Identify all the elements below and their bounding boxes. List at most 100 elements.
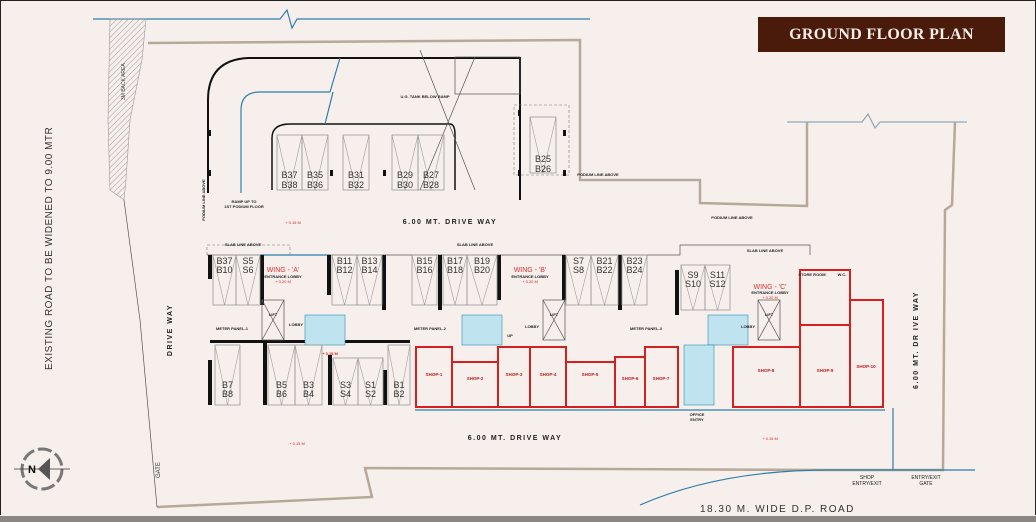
svg-text:STORE ROOM: STORE ROOM bbox=[798, 272, 826, 277]
svg-text:SHOP-7: SHOP-7 bbox=[653, 376, 670, 381]
svg-text:B25: B25 bbox=[535, 154, 551, 164]
svg-text:SHOP-1: SHOP-1 bbox=[426, 372, 443, 377]
svg-text:LIFT: LIFT bbox=[269, 312, 278, 317]
svg-text:B6: B6 bbox=[276, 389, 287, 399]
svg-text:B20: B20 bbox=[474, 265, 490, 275]
meter-panel-3: METER PANEL-3 bbox=[630, 326, 663, 331]
svg-text:B5: B5 bbox=[276, 380, 287, 390]
gate-label: GATE bbox=[156, 462, 162, 478]
store-room bbox=[799, 269, 851, 326]
svg-text:UP: UP bbox=[507, 333, 513, 338]
shop: SHOP-5 bbox=[565, 361, 616, 408]
existing-road-label: EXISTING ROAD TO BE WIDENED TO 9.00 MTR bbox=[44, 127, 55, 370]
podium-line-label-2: PODIUM LINE ABOVE bbox=[711, 215, 753, 220]
svg-text:B17: B17 bbox=[447, 256, 463, 266]
wing-b: WING - 'B'ENTRANCE LOBBY+ 0.20 M bbox=[511, 267, 549, 284]
svg-text:S7: S7 bbox=[573, 256, 584, 266]
shop-entry-label: SHOP bbox=[860, 475, 875, 481]
svg-text:B11: B11 bbox=[337, 256, 352, 266]
north-compass-icon: N bbox=[14, 447, 70, 491]
dp-road-label: 18.30 M. WIDE D.P. ROAD bbox=[700, 504, 855, 515]
svg-text:ENTRANCE LOBBY: ENTRANCE LOBBY bbox=[264, 274, 302, 279]
level-marker: + 0.15 M bbox=[289, 441, 305, 446]
entry-gate-label-2: GATE bbox=[919, 481, 933, 487]
back-area-hatch bbox=[107, 18, 147, 201]
slab-line-label: SLAB LINE ABOVE bbox=[457, 242, 494, 247]
drive-way-left-label: DRIVE WAY bbox=[167, 304, 174, 356]
svg-text:S3: S3 bbox=[340, 380, 351, 390]
svg-text:B37: B37 bbox=[216, 256, 232, 266]
office-entry-label: OFFICE bbox=[690, 412, 705, 417]
svg-text:SHOP-3: SHOP-3 bbox=[506, 372, 523, 377]
svg-text:B30: B30 bbox=[397, 180, 413, 190]
meter-panel-2: METER PANEL-2 bbox=[414, 326, 447, 331]
svg-text:LOBBY: LOBBY bbox=[525, 324, 539, 329]
shop: SHOP-3 bbox=[497, 346, 531, 408]
svg-text:LOBBY: LOBBY bbox=[741, 324, 755, 329]
svg-text:B14: B14 bbox=[361, 265, 377, 275]
staircase-a bbox=[304, 314, 346, 346]
level-marker: + 0.15 M bbox=[762, 436, 778, 441]
wing-c: WING - 'C'ENTRANCE LOBBY+ 0.20 M bbox=[751, 284, 789, 300]
svg-text:SHOP-5: SHOP-5 bbox=[582, 372, 599, 377]
svg-text:LIFT: LIFT bbox=[765, 312, 774, 317]
svg-text:B16: B16 bbox=[416, 265, 432, 275]
svg-text:B12: B12 bbox=[336, 265, 352, 275]
svg-text:ENTRANCE LOBBY: ENTRANCE LOBBY bbox=[511, 274, 549, 279]
ramp-label-2: 1ST PODIUM FLOOR bbox=[224, 204, 264, 209]
svg-text:S12: S12 bbox=[709, 279, 725, 289]
svg-text:+ 0.20 M: + 0.20 M bbox=[522, 279, 538, 284]
site-boundary bbox=[93, 8, 975, 509]
svg-text:S4: S4 bbox=[340, 389, 351, 399]
shop: SHOP-2 bbox=[451, 361, 499, 408]
svg-text:B31: B31 bbox=[348, 170, 364, 180]
svg-text:LOBBY: LOBBY bbox=[289, 322, 303, 327]
svg-text:S11: S11 bbox=[710, 270, 725, 280]
svg-text:WING - 'B': WING - 'B' bbox=[514, 267, 547, 274]
svg-text:S1: S1 bbox=[365, 380, 376, 390]
wing-a: WING - 'A'ENTRANCE LOBBY+ 0.20 M bbox=[264, 267, 302, 284]
svg-text:SHOP-4: SHOP-4 bbox=[540, 372, 557, 377]
shop: SHOP-6 bbox=[614, 356, 646, 408]
entry-gate-label: ENTRY/EXIT bbox=[911, 475, 940, 481]
ug-tank-label: U.G. TANK BELOW RAMP bbox=[400, 94, 449, 99]
svg-text:B18: B18 bbox=[447, 265, 463, 275]
svg-text:B19: B19 bbox=[474, 256, 490, 266]
svg-text:ENTRY: ENTRY bbox=[690, 417, 704, 422]
svg-text:+ 0.20 M: + 0.20 M bbox=[275, 279, 291, 284]
svg-text:B27: B27 bbox=[423, 170, 439, 180]
svg-text:W.C.: W.C. bbox=[838, 272, 847, 277]
svg-text:B36: B36 bbox=[307, 180, 323, 190]
slab-line-label: SLAB LINE ABOVE bbox=[225, 242, 262, 247]
svg-text:B28: B28 bbox=[423, 180, 439, 190]
svg-text:B10: B10 bbox=[216, 265, 232, 275]
drive-way-top-label: 6.00 MT. DRIVE WAY bbox=[403, 219, 497, 226]
svg-text:B1: B1 bbox=[393, 380, 404, 390]
plan-title: GROUND FLOOR PLAN bbox=[758, 17, 1005, 52]
shop: SHOP-10 bbox=[849, 299, 884, 408]
svg-text:B3: B3 bbox=[303, 380, 314, 390]
svg-text:S8: S8 bbox=[573, 265, 584, 275]
shop: SHOP-8 bbox=[732, 346, 801, 408]
svg-text:SHOP-2: SHOP-2 bbox=[467, 376, 484, 381]
shop: SHOP-7 bbox=[644, 346, 679, 408]
